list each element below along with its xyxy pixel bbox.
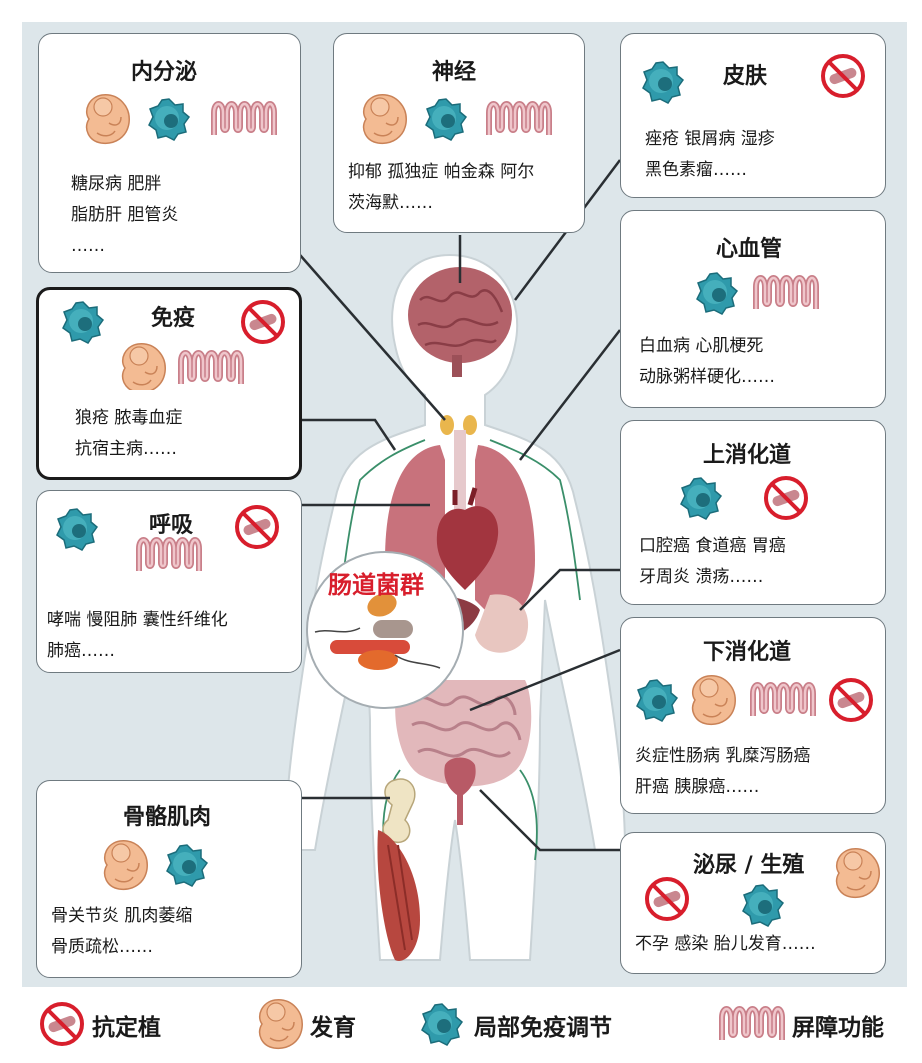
legend-label-anti-colonization: 抗定植 bbox=[92, 1015, 161, 1041]
card-text-line: 哮喘 慢阻肺 囊性纤维化 bbox=[47, 610, 228, 630]
intestines bbox=[395, 680, 532, 787]
card-title: 呼吸 bbox=[149, 513, 194, 538]
card-nerve: 神经 抑郁 孤独症 帕金森 阿尔 茨海默…… bbox=[333, 33, 585, 233]
card-lower-gi: 下消化道 炎症性肠病 乳糜泻肠癌 肝癌 胰腺癌…… bbox=[620, 617, 886, 814]
villi-barrier-icon bbox=[753, 685, 813, 716]
legend-label-immune-regulation: 局部免疫调节 bbox=[474, 1015, 612, 1041]
stomach bbox=[475, 594, 529, 653]
card-immune: 免疫 狼疮 脓毒血症 抗宿主病…… bbox=[36, 287, 302, 480]
no-bacteria-icon bbox=[829, 678, 873, 722]
card-title: 神经 bbox=[432, 60, 477, 85]
card-text-line: 骨关节炎 肌肉萎缩 bbox=[51, 906, 193, 926]
fetus-icon bbox=[85, 94, 130, 145]
immune-cell-icon bbox=[696, 272, 738, 315]
immune-cell-icon bbox=[56, 508, 98, 551]
card-endocrine: 内分泌 糖尿病 肥胖 脂肪肝 胆管炎 …… bbox=[38, 33, 301, 273]
immune-cell-icon bbox=[742, 884, 784, 927]
villi-barrier-icon bbox=[139, 540, 199, 571]
card-title: 皮肤 bbox=[723, 64, 768, 89]
villi-barrier-icon bbox=[181, 353, 241, 384]
connector-lines bbox=[299, 159, 621, 852]
card-text-line: 不孕 感染 胎儿发育…… bbox=[635, 934, 816, 954]
fetus-icon bbox=[103, 840, 148, 891]
card-title: 骨骼肌肉 bbox=[123, 805, 212, 830]
card-title: 免疫 bbox=[151, 306, 196, 331]
card-text-line: 茨海默…… bbox=[348, 193, 433, 213]
immune-cell-icon bbox=[425, 98, 467, 141]
card-icons bbox=[696, 272, 887, 315]
card-icons bbox=[362, 94, 584, 145]
card-text-line: 骨质疏松…… bbox=[51, 937, 153, 957]
villi-barrier-icon bbox=[756, 278, 816, 309]
card-text-line: 白血病 心肌梗死 bbox=[639, 336, 764, 356]
fetus-icon bbox=[258, 999, 303, 1050]
card-title: 内分泌 bbox=[131, 60, 198, 85]
brain bbox=[408, 267, 512, 377]
fetus-icon bbox=[121, 343, 166, 390]
no-bacteria-icon bbox=[241, 300, 285, 344]
villi-barrier-icon bbox=[214, 104, 274, 135]
card-icons bbox=[85, 94, 299, 145]
legend-label-development: 发育 bbox=[310, 1015, 356, 1041]
card-text-line: 黑色素瘤…… bbox=[645, 160, 747, 180]
card-text-line: 牙周炎 溃疡…… bbox=[639, 567, 764, 587]
legend-label-barrier-function: 屏障功能 bbox=[792, 1015, 884, 1041]
immune-cell-icon bbox=[642, 61, 684, 104]
card-icons bbox=[636, 675, 873, 726]
card-text-line: 抑郁 孤独症 帕金森 阿尔 bbox=[348, 162, 535, 182]
gut-microbiota-label: 肠道菌群 bbox=[328, 571, 424, 599]
immune-cell-icon bbox=[148, 98, 190, 141]
card-respiratory: 呼吸 哮喘 慢阻肺 囊性纤维化 肺癌…… bbox=[36, 490, 302, 673]
card-title: 泌尿 / 生殖 bbox=[693, 853, 805, 878]
no-bacteria-icon bbox=[235, 505, 279, 549]
card-title: 心血管 bbox=[716, 237, 783, 262]
card-text-line: 炎症性肠病 乳糜泻肠癌 bbox=[635, 746, 811, 766]
card-urogenital: 泌尿 / 生殖 不孕 感染 胎儿发育…… bbox=[620, 832, 886, 974]
heart bbox=[436, 487, 499, 590]
card-text-line: 口腔癌 食道癌 胃癌 bbox=[639, 536, 786, 556]
leg-muscle bbox=[377, 830, 420, 961]
card-text-line: 肝癌 胰腺癌…… bbox=[635, 777, 760, 797]
no-bacteria-icon bbox=[645, 877, 689, 921]
card-title: 上消化道 bbox=[703, 443, 792, 468]
card-text-line: 动脉粥样硬化…… bbox=[639, 367, 775, 387]
legend: 抗定植 发育 局部免疫调节 屏障功能 bbox=[22, 990, 907, 1060]
immune-cell-icon bbox=[166, 844, 208, 887]
no-bacteria-icon bbox=[764, 476, 808, 520]
card-icons bbox=[56, 505, 279, 591]
villi-barrier-icon bbox=[722, 1009, 782, 1040]
card-icons bbox=[62, 300, 285, 390]
fetus-icon bbox=[362, 94, 407, 145]
card-text-line: 肺癌…… bbox=[47, 641, 115, 661]
card-musculoskeletal: 骨骼肌肉 骨关节炎 肌肉萎缩 骨质疏松…… bbox=[36, 780, 302, 978]
fetus-icon bbox=[835, 848, 880, 899]
no-bacteria-icon bbox=[821, 54, 865, 98]
card-cardiovascular: 心血管 白血病 心肌梗死 动脉粥样硬化…… bbox=[620, 210, 886, 408]
card-icons bbox=[103, 840, 208, 891]
villi-barrier-icon bbox=[489, 104, 549, 135]
immune-cell-icon bbox=[62, 301, 104, 344]
card-text-line: 狼疮 脓毒血症 bbox=[75, 408, 183, 428]
immune-cell-icon bbox=[636, 679, 678, 722]
card-title: 下消化道 bbox=[703, 640, 792, 665]
card-skin: 皮肤 痤疮 银屑病 湿疹 黑色素瘤…… bbox=[620, 33, 886, 198]
card-text-line: 糖尿病 肥胖 bbox=[71, 174, 162, 194]
card-icons bbox=[642, 54, 865, 104]
fetus-icon bbox=[691, 675, 736, 726]
immune-cell-icon bbox=[680, 477, 722, 520]
uterus bbox=[444, 757, 476, 825]
card-text-line: 痤疮 银屑病 湿疹 bbox=[645, 129, 775, 149]
gut-microbiota-callout bbox=[306, 551, 464, 709]
no-bacteria-icon bbox=[40, 1002, 84, 1046]
card-icons bbox=[680, 476, 808, 520]
card-text-line: …… bbox=[71, 236, 105, 256]
card-text-line: 脂肪肝 胆管炎 bbox=[71, 205, 179, 225]
card-upper-gi: 上消化道 口腔癌 食道癌 胃癌 牙周炎 溃疡…… bbox=[620, 420, 886, 605]
card-text-line: 抗宿主病…… bbox=[75, 439, 177, 459]
immune-cell-icon bbox=[421, 1003, 463, 1046]
